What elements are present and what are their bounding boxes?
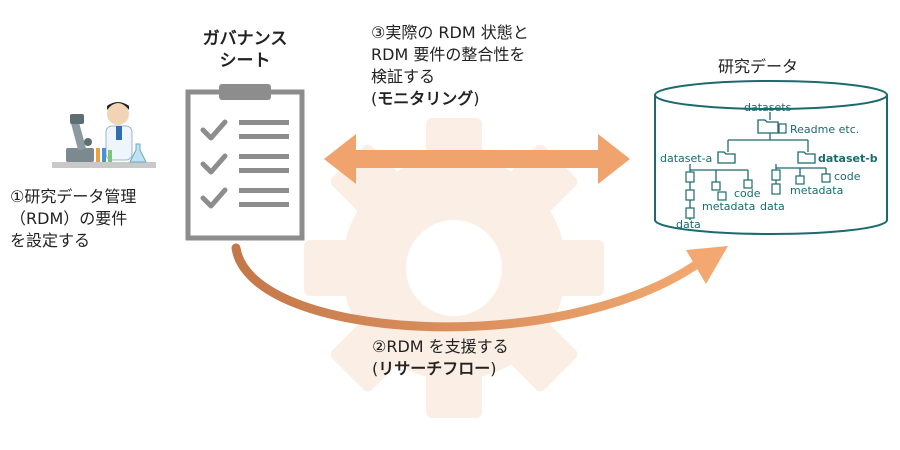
cylinder-top — [654, 80, 888, 110]
governance-title-line: シート — [219, 51, 271, 71]
file-icon — [771, 169, 781, 181]
code-file-icon — [743, 179, 753, 189]
researcher-label-line: ①研究データ管理 — [10, 187, 137, 206]
research-flow-label: ②RDM を支援する (リサーチフロー) — [372, 336, 509, 380]
monitoring-label-line: RDM 要件の整合性を — [371, 45, 526, 64]
file-icon — [685, 207, 695, 219]
governance-title-line: ガバナンス — [202, 29, 288, 49]
clipboard-checklist-icon — [185, 84, 305, 241]
tree-metadata-a-label: metadata — [702, 200, 755, 213]
monitoring-label: ③実際の RDM 状態と RDM 要件の整合性を 検証する (モニタリング) — [371, 22, 529, 110]
folder-icon — [757, 119, 779, 134]
file-icon — [685, 171, 695, 183]
paren-open: ( — [372, 359, 379, 378]
tree-data-a1-label: data — [676, 218, 701, 231]
paren-open: ( — [371, 89, 378, 108]
file-icon — [711, 181, 721, 191]
tree-dataset-b-label: dataset-b — [818, 152, 878, 165]
research-flow-label-line: ②RDM を支援する — [372, 337, 509, 356]
folder-icon — [797, 151, 816, 164]
file-icon — [717, 191, 727, 201]
research-data-title: 研究データ — [718, 57, 799, 76]
tree-metadata-b-label: metadata — [790, 184, 843, 197]
paren-close: ) — [473, 89, 480, 108]
researcher-label: ①研究データ管理 （RDM）の要件 を設定する — [10, 186, 136, 252]
tree-code-b-label: code — [834, 170, 861, 183]
tree-data-a2-label: data — [760, 200, 785, 213]
cylinder-body — [654, 95, 888, 235]
code-file-icon — [821, 173, 831, 183]
monitoring-label-line: ③実際の RDM 状態と — [371, 23, 529, 42]
monitoring-label-line: 検証する — [371, 67, 436, 86]
researcher-microscope-icon — [52, 102, 156, 168]
researcher-label-line: を設定する — [10, 231, 91, 250]
file-icon — [795, 175, 805, 185]
researcher-label-line: （RDM）の要件 — [10, 209, 128, 228]
governance-sheet-title: ガバナンス シート — [180, 28, 310, 72]
tree-code-a-label: code — [734, 187, 761, 200]
file-icon — [685, 189, 695, 201]
tree-readme-label: Readme etc. — [790, 123, 859, 136]
folder-icon — [717, 151, 736, 164]
tree-root-label: datasets — [744, 101, 792, 114]
paren-close: ) — [490, 359, 497, 378]
file-icon — [778, 123, 787, 134]
monitoring-emphasis-line: (モニタリング) — [371, 88, 529, 110]
monitoring-emphasis: モニタリング — [377, 89, 474, 108]
file-icon — [771, 183, 781, 195]
research-flow-emphasis-line: (リサーチフロー) — [372, 358, 509, 380]
tree-dataset-a-label: dataset-a — [660, 152, 712, 165]
research-flow-emphasis: リサーチフロー — [378, 359, 491, 378]
